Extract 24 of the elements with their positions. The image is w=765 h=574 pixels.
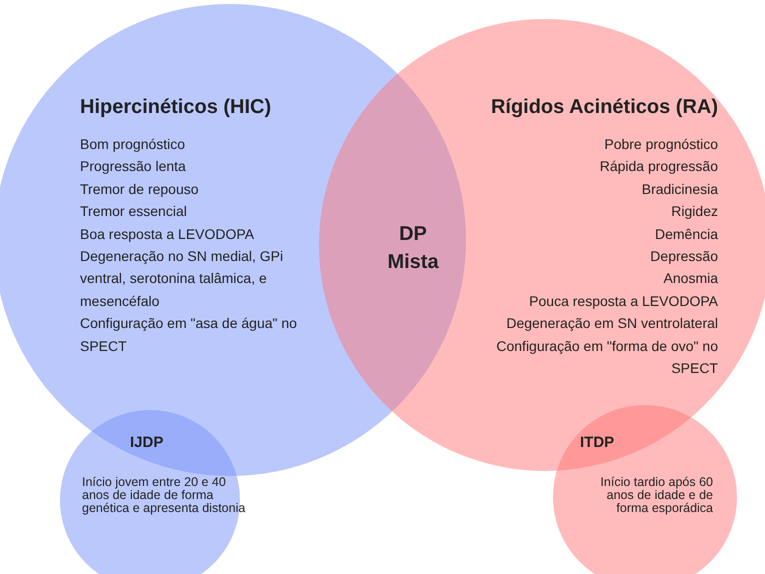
- feature-text: Degeneração em SN ventrolateral: [506, 314, 718, 334]
- feature-text: Rápida progressão: [600, 157, 718, 176]
- feature-text: Demência: [654, 224, 718, 244]
- feature-text: Anosmia: [664, 269, 718, 288]
- feature-text: Depressão: [650, 247, 718, 266]
- feature-text: Tremor de repouso: [80, 180, 199, 199]
- circle-heading: Rígidos Acinéticos (RA): [490, 95, 718, 120]
- feature-text: Tremor essencial: [80, 202, 187, 222]
- circle-heading: ITDP: [580, 433, 614, 453]
- feature-text: Configuração em "forma de ovo" no SPECT: [495, 336, 718, 378]
- feature-text: Bom prognóstico: [80, 135, 186, 154]
- feature-text: Rigidez: [671, 202, 718, 222]
- overlap-label: DP Mista: [386, 222, 440, 275]
- feature-text: Configuração em "asa de água" no SPECT: [80, 314, 298, 356]
- description-text: Início tardio após 60 anos de idade e de forma esporádica: [599, 476, 713, 515]
- feature-text: Bradicinesia: [642, 180, 718, 199]
- circle-heading: Hipercinéticos (HIC): [80, 95, 272, 120]
- feature-text: Boa resposta a LEVODOPA: [80, 224, 254, 244]
- feature-text: Pouca resposta a LEVODOPA: [529, 292, 718, 311]
- feature-text: Degeneração no SN medial, GPi ventral, serotonina talâmica, e mesencéfalo: [80, 247, 284, 311]
- circle-heading: IJDP: [130, 433, 164, 453]
- description-text: Início jovem entre 20 e 40 anos de idade de forma genética e apresenta distonia: [82, 476, 246, 515]
- feature-text: Progressão lenta: [80, 157, 186, 176]
- feature-text: Pobre prognóstico: [604, 135, 718, 154]
